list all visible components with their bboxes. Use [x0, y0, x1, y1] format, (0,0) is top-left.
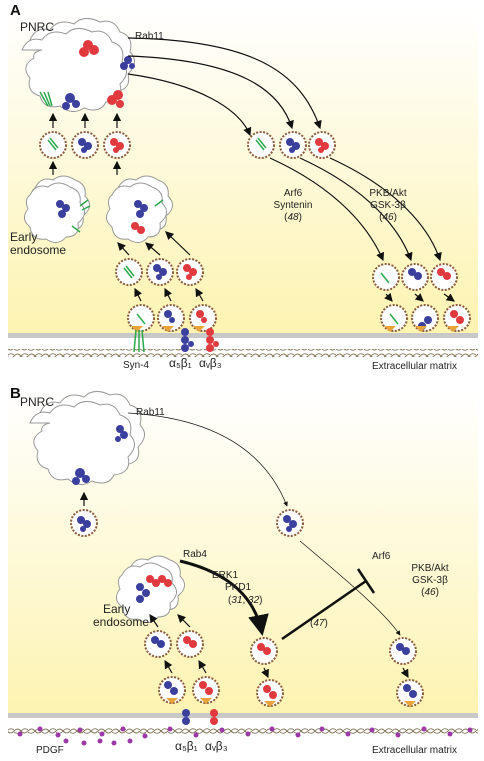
erk1-label: ERK1 [212, 570, 239, 581]
early-endosome-label-line2: endosome [10, 243, 67, 257]
vesicle-cargo-b [77, 515, 417, 707]
panel-b-arrows [79, 412, 409, 679]
panel-b-diagram [8, 391, 478, 746]
vesicle-row1-cargo [47, 137, 329, 153]
syntenin-label: Syntenin [273, 200, 313, 211]
ref-46: 46 [382, 212, 394, 223]
pnrc-proteins [39, 40, 135, 110]
ref-46-label: (46) [379, 212, 397, 223]
syn4-label: Syn-4 [123, 360, 150, 371]
arf6-label: Arf6 [283, 188, 303, 199]
a5b1-label: α₅β₁ [175, 739, 198, 753]
panel-b-label: B [10, 385, 21, 402]
ref-48: 48 [287, 212, 299, 223]
rab11-label: Rab11 [136, 407, 165, 418]
extracellular-matrix [8, 727, 478, 735]
pdgf-label: PDGF [36, 745, 64, 756]
rab4-label: Rab4 [183, 549, 207, 560]
ref-47-label: (47) [310, 618, 328, 629]
pkd1-label: PKD1 [225, 582, 252, 593]
early-endosome-cargo [56, 199, 164, 234]
avb3-label: αᵥβ₃ [205, 739, 228, 753]
surface-receptors [133, 328, 219, 353]
panel-a-label: A [10, 2, 21, 19]
plasma-membrane [8, 333, 478, 338]
arf6-label: Arf6 [372, 551, 391, 562]
gsk3b-label: GSK-3β [370, 200, 406, 211]
ref-32: 32 [248, 595, 260, 606]
panel-a-arrows [48, 37, 455, 302]
rab11-label: Rab11 [135, 31, 164, 42]
panel-a-diagram [8, 8, 478, 357]
avb3-label: αᵥβ₃ [199, 356, 222, 370]
gsk3b-label: GSK-3β [412, 575, 448, 586]
ref-47: 47 [313, 618, 325, 629]
pnrc-label: PNRC [20, 20, 55, 34]
early-endosome-label-line1: Early [10, 230, 38, 244]
early-endosome-cargo [136, 575, 172, 603]
ecm-label: Extracellular matrix [372, 745, 458, 756]
early-endosome-label-line1: Early [103, 602, 131, 616]
a5b1-label: α₅β₁ [169, 356, 192, 370]
right-vesicle-cargo [131, 268, 464, 332]
panel-b: B PNRC Rab11 Rab4 Early endosome ERK1 PK… [0, 383, 484, 761]
pkb-akt-label: PKB/Akt [369, 188, 407, 199]
extracellular-matrix [8, 349, 478, 357]
inhibition-arrow [281, 568, 376, 641]
pdgf-molecules [17, 726, 473, 746]
ref-46-label: (46) [421, 587, 439, 598]
early-endosome-label-line2: endosome [93, 615, 150, 629]
ref-46: 46 [424, 587, 436, 598]
pkb-akt-label: PKB/Akt [411, 563, 449, 574]
panel-a: A PNRC Rab11 Early endosome Arf6 Synteni… [0, 0, 484, 378]
ref-31-32-label: (31, 32) [228, 595, 263, 606]
vesicle-row2-cargo [123, 264, 197, 280]
ecm-label: Extracellular matrix [372, 361, 458, 372]
ref-48-label: (48) [284, 212, 302, 223]
pnrc-cloud [21, 18, 135, 112]
pnrc-label: PNRC [20, 395, 55, 409]
pnrc-cloud [29, 391, 145, 485]
vesicles-row1 [39, 131, 336, 159]
plasma-membrane [8, 713, 478, 718]
ref-31: 31 [231, 595, 243, 606]
surface-receptors [182, 709, 218, 725]
pnrc-proteins [72, 425, 128, 485]
